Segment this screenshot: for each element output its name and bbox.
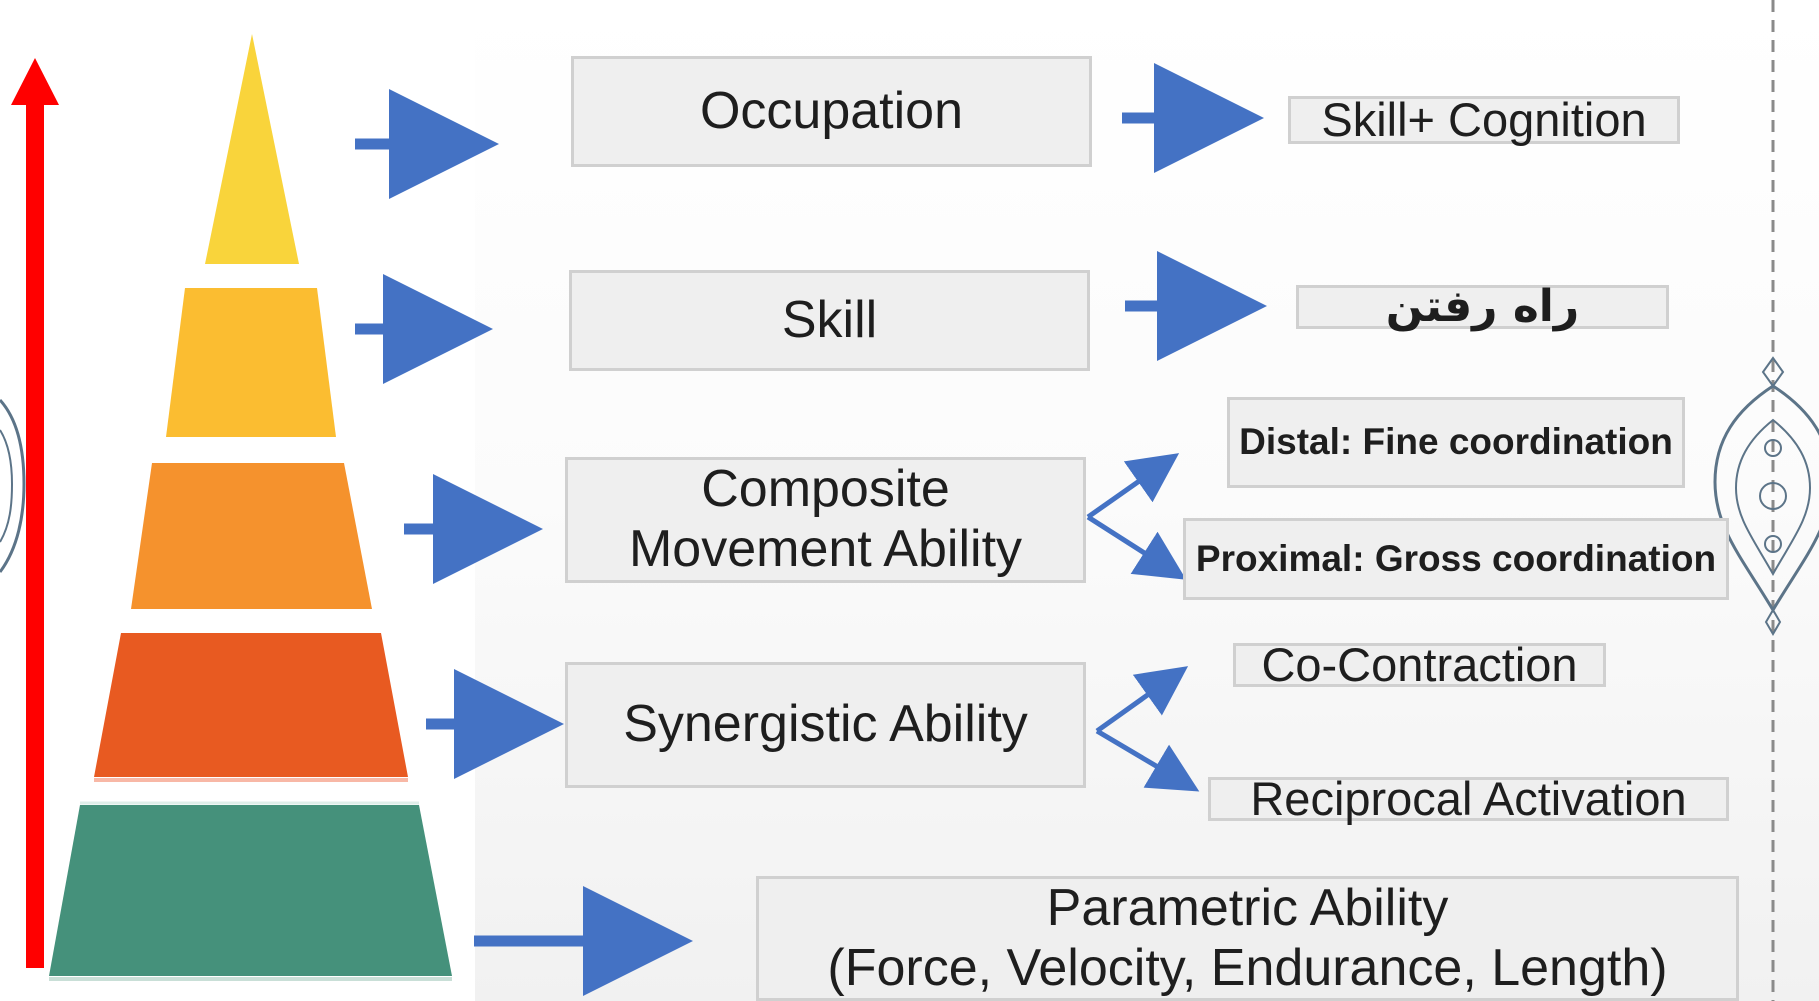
outcome-distal-label: Distal: Fine coordination: [1239, 421, 1673, 463]
pyramid-level-parametric: [49, 805, 452, 976]
pyramid-level-synergistic: [94, 633, 408, 777]
box-composite-line-1: Composite: [701, 460, 950, 519]
ornament-icon: [1713, 356, 1819, 636]
outcome-walking-fa: راه رفتن: [1296, 281, 1669, 331]
box-composite-movement-ability: Composite Movement Ability: [565, 457, 1086, 583]
outcome-co-contraction: Co-Contraction: [1233, 638, 1606, 691]
arrow-synergistic-cocontraction: [1095, 666, 1189, 734]
outcome-reciprocal-label: Reciprocal Activation: [1250, 771, 1687, 825]
outcome-proximal-label: Proximal: Gross coordination: [1195, 537, 1717, 579]
outcome-reciprocal-activation: Reciprocal Activation: [1208, 772, 1729, 825]
outcome-skill-cognition-label: Skill+ Cognition: [1321, 92, 1647, 146]
box-composite-line-2: Movement Ability: [628, 520, 1023, 578]
upward-arrow-icon: [11, 58, 59, 105]
arrow-synergistic-reciprocal: [1095, 728, 1200, 792]
pyramid-level-skill: [166, 288, 336, 437]
outcome-proximal-gross-coordination: Proximal: Gross coordination: [1183, 518, 1729, 600]
box-parametric-line-1: Parametric Ability: [1046, 878, 1449, 937]
outcome-skill-cognition: Skill+ Cognition: [1288, 92, 1680, 146]
box-parametric-line-2: (Force, Velocity, Endurance, Length): [827, 938, 1668, 997]
box-occupation: Occupation: [571, 56, 1092, 167]
outcome-co-contraction-label: Co-Contraction: [1261, 637, 1578, 691]
arrow-composite-distal: [1086, 453, 1180, 520]
box-synergistic-ability: Synergistic Ability: [565, 662, 1086, 788]
arrow-composite-proximal: [1086, 514, 1187, 580]
pyramid-level-occupation: [205, 34, 299, 264]
box-synergistic-label: Synergistic Ability: [623, 695, 1028, 754]
box-skill: Skill: [569, 270, 1090, 371]
box-occupation-label: Occupation: [699, 81, 964, 140]
outcome-distal-fine-coordination: Distal: Fine coordination: [1227, 397, 1685, 488]
box-parametric-ability: Parametric Ability (Force, Velocity, End…: [756, 876, 1739, 1001]
box-skill-label: Skill: [781, 290, 878, 349]
outcome-walking-fa-label: راه رفتن: [1385, 280, 1580, 332]
ornament-left-icon: [0, 398, 26, 573]
pyramid-level-composite: [131, 463, 372, 609]
